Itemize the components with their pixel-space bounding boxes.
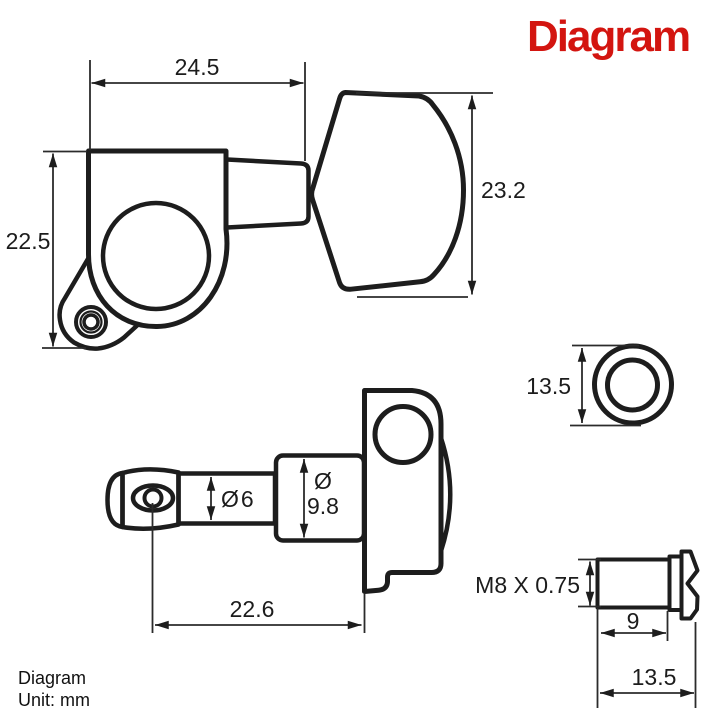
mount-plate [362,388,444,594]
dim-label-shaft-dia: Ø6 [221,486,256,512]
plate-hole [372,404,434,465]
dim-button-height: 23.2 [356,92,526,298]
tab-outline [57,255,145,351]
dim-label-thread: M8 X 0.75 [475,572,580,598]
dim-label-width: 24.5 [175,54,220,80]
footer-caption: Diagram [18,668,86,688]
tab-screw-hole-outer [74,305,108,339]
dim-label-button-height: 23.2 [481,177,526,203]
screw-body [595,557,672,610]
dim-top-width: 24.5 [89,54,306,161]
housing-hole [100,200,212,312]
post-cap [105,470,125,530]
gear-bulge [438,435,453,554]
screw-view: M8 X 0.75 9 13.5 [475,549,700,708]
dim-label-side-length: 22.6 [230,596,275,622]
dim-side-length: 22.6 [151,503,366,633]
dim-bore-diameter: Ø 9.8 [299,459,339,538]
tuner-side-view: Ø6 Ø 9.8 22.6 [105,388,453,633]
dim-bushing-diameter: 13.5 [526,344,641,427]
footer-unit-note: Unit: mm [18,690,90,710]
stem-outline [224,157,311,230]
dim-label-shank: 9 [627,608,640,634]
tuner-top-view: 24.5 22.5 23.2 [6,54,526,351]
screw-head [679,549,700,621]
dim-label-bore-symbol: Ø [314,468,332,494]
dim-thread-spec: M8 X 0.75 [475,558,601,608]
dim-label-overall: 13.5 [632,664,677,690]
dim-label-bushing: 13.5 [526,373,571,399]
button-outline [309,90,466,292]
dim-top-height: 22.5 [6,150,87,349]
tab-screw-hole-mid [79,310,103,334]
bushing-inner [605,357,660,413]
bushing-view: 13.5 [526,343,674,427]
page-title: Diagram [527,12,689,61]
tab-screw-hole-inner [82,313,100,331]
dim-label-bore-value: 9.8 [307,493,339,519]
housing-outline [85,148,230,330]
dim-overall-length: 13.5 [600,622,697,708]
dim-shaft-diameter: Ø6 [206,477,256,520]
dim-shank-length: 9 [596,608,669,708]
dim-label-height: 22.5 [6,228,51,254]
